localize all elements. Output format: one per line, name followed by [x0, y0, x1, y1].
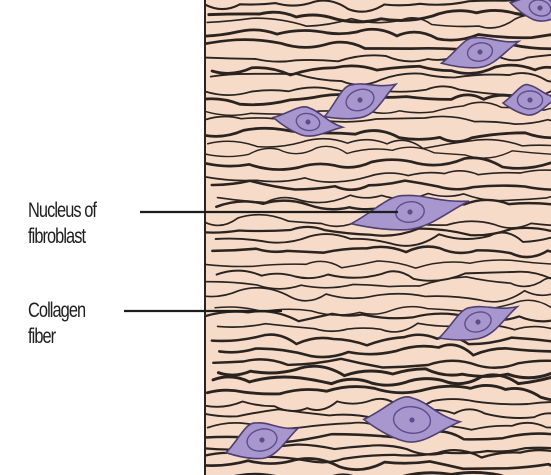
- nucleus-label-line1: Nucleus of: [28, 198, 96, 224]
- collagen-label-line1: Collagen: [28, 298, 85, 324]
- nucleus-of-fibroblast-label: Nucleus of fibroblast: [28, 198, 96, 250]
- nucleus-label-line2: fibroblast: [28, 224, 96, 250]
- collagen-label-line2: fiber: [28, 324, 85, 350]
- collagen-fiber-label: Collagen fiber: [28, 298, 85, 350]
- nucleolus: [527, 97, 532, 102]
